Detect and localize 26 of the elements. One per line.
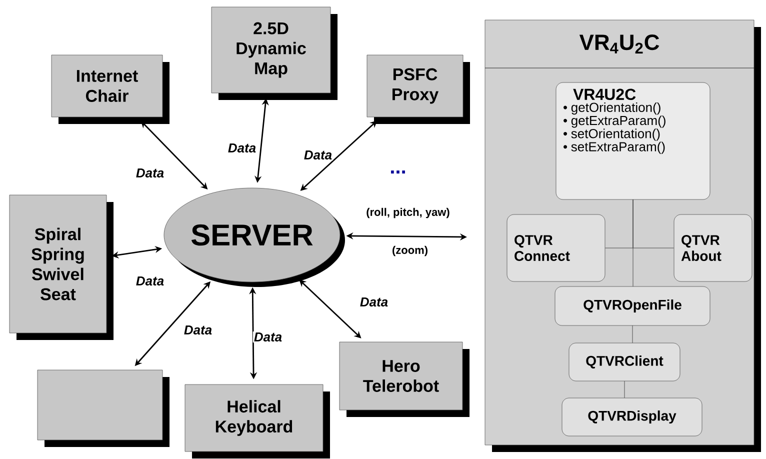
connector-line (624, 380, 625, 398)
connector-line (632, 199, 634, 287)
blank-box (37, 370, 170, 447)
edge-label: Data (226, 142, 258, 154)
module-box: QTVR About (674, 214, 752, 282)
module-box: QTVR Connect (506, 214, 606, 282)
edge-label: Data (358, 296, 390, 308)
text-label: (zoom) (392, 246, 428, 256)
device-box: PSFC Proxy (366, 54, 470, 124)
module-box: QTVROpenFile (554, 286, 710, 326)
edge-label: Data (182, 324, 214, 336)
edge-label: Data (134, 167, 166, 179)
device-box: Hero Telerobot (339, 342, 470, 417)
device-box: 2.5D Dynamic Map (211, 6, 338, 100)
edge-label: Data (134, 275, 166, 287)
edge-label: Data (302, 149, 334, 161)
device-box: Helical Keyboard (184, 384, 330, 458)
device-box: Internet Chair (51, 54, 170, 124)
connector-line (632, 325, 633, 344)
device-box: Spiral Spring Swivel Seat (9, 194, 114, 340)
edge-label: Data (252, 331, 284, 343)
module-box: QTVRClient (568, 342, 680, 382)
edge-label: (roll, pitch, yaw) (365, 206, 451, 220)
ellipsis-mark: ... (391, 170, 405, 174)
module-box: QTVRDisplay (562, 398, 702, 436)
class-box: VR4U2C • getOrientation() • getExtraParam() • setOrientation() • setExtraParam() (556, 82, 710, 200)
